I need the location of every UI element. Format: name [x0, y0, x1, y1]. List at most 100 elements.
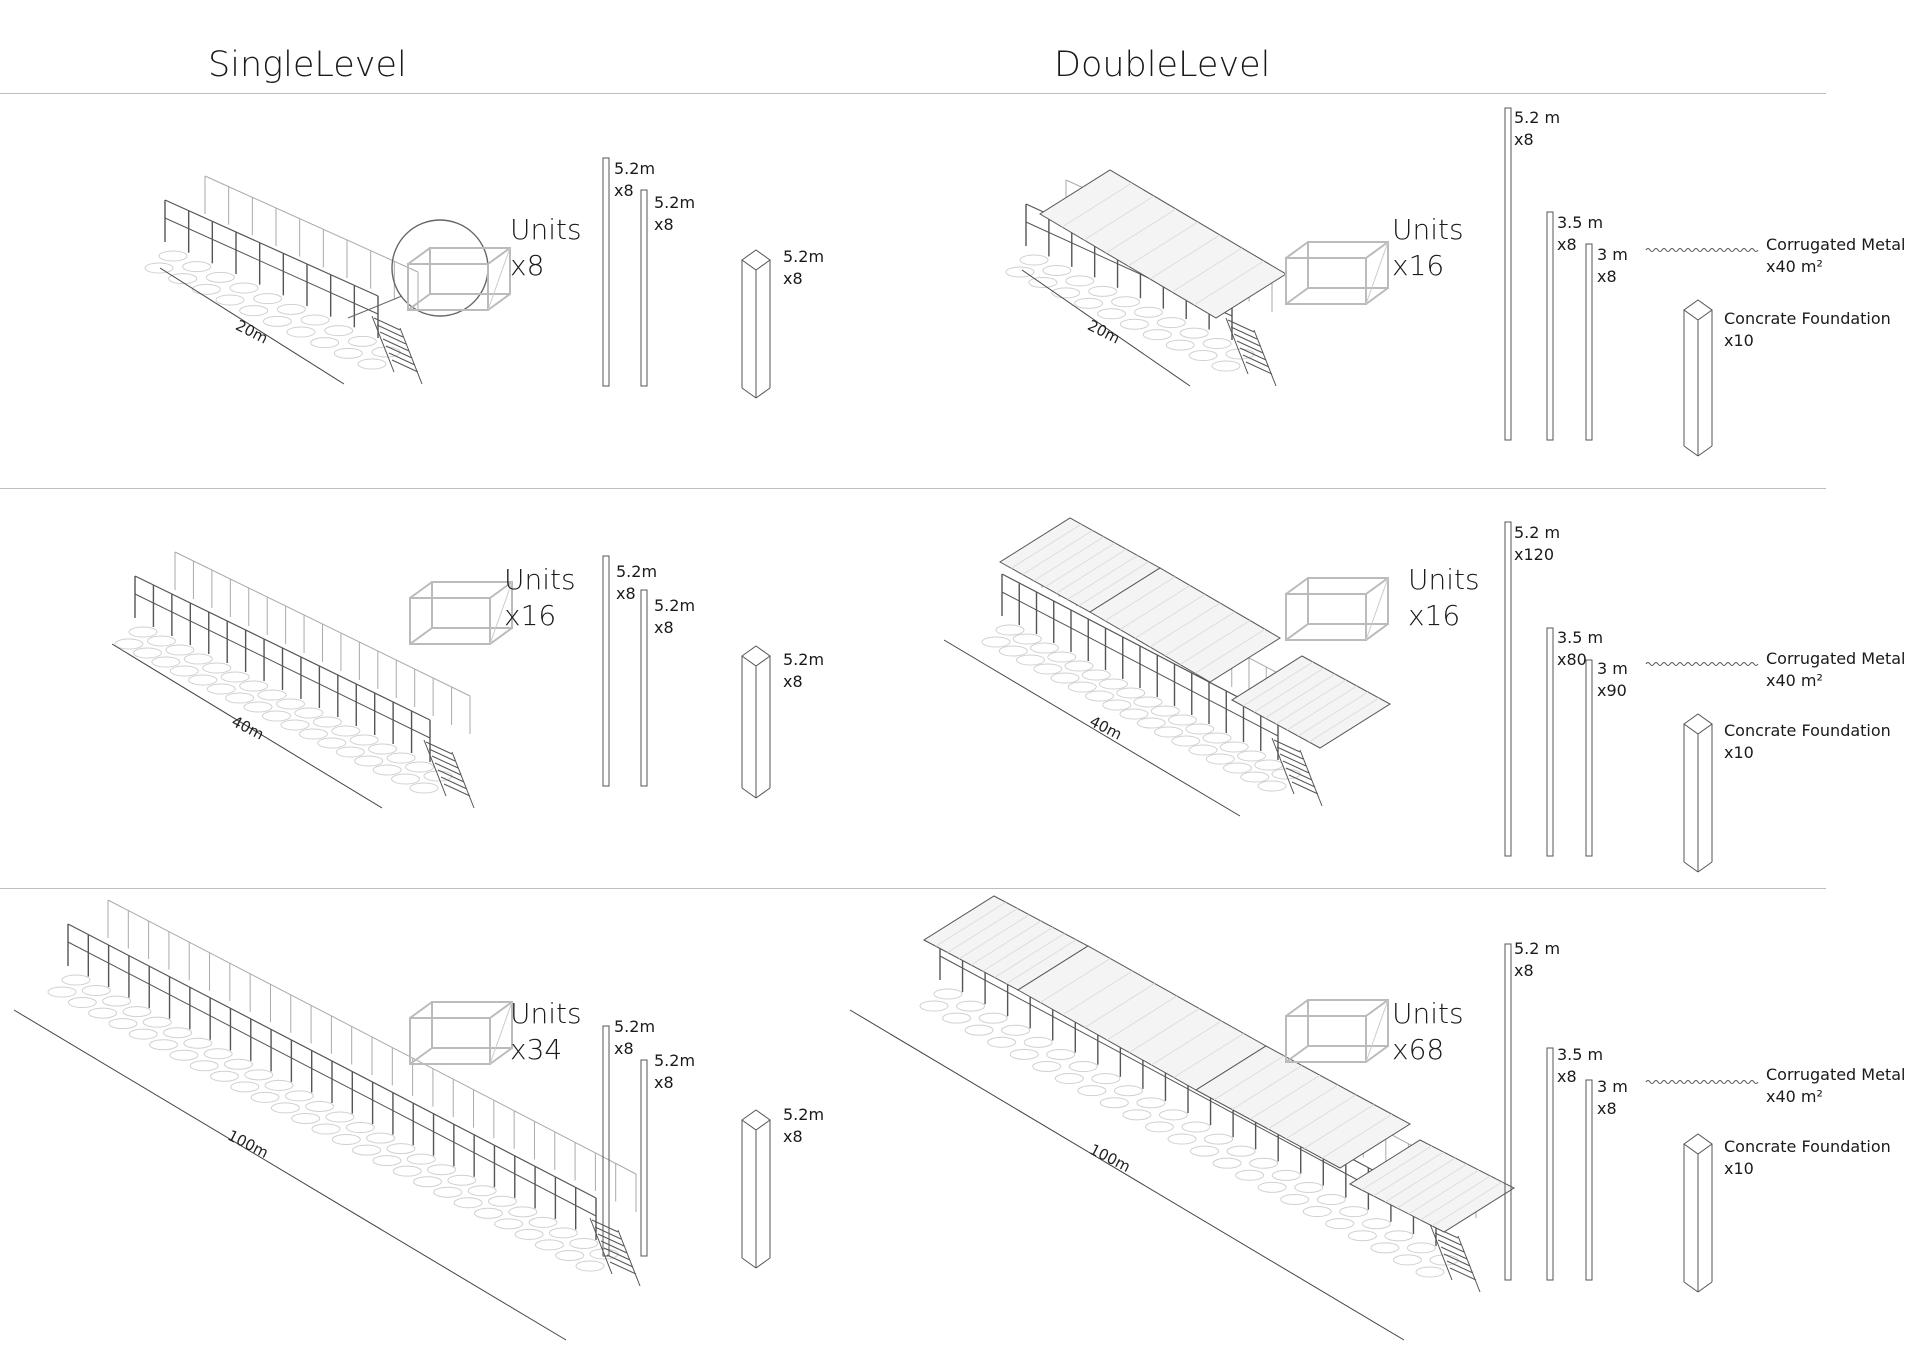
roof-panel-rib	[1264, 673, 1336, 719]
walkway-double-20m-shadow	[1065, 275, 1095, 287]
walkway-40m-stair	[443, 783, 471, 797]
walkway-40m-shadow	[165, 644, 195, 656]
walkway-40m-shadow	[409, 782, 439, 794]
unit-icon	[409, 627, 433, 645]
walkway-100m-shadow	[555, 1249, 585, 1261]
dimension-line	[1021, 269, 1191, 387]
roof-panel-rib	[1193, 260, 1265, 306]
post-3-5m	[1546, 211, 1554, 441]
foundation-column	[755, 787, 771, 799]
concrete-foundation-column	[1697, 445, 1713, 457]
walkway-100m-stair	[594, 1226, 622, 1240]
walkway-double-40m-shadow	[1119, 708, 1149, 720]
walkway-20m-shadow	[286, 326, 316, 338]
post-5-2m	[640, 589, 648, 787]
post-5-2m	[602, 1025, 610, 1257]
post-5-2m	[1504, 521, 1512, 857]
roof-panel-rib	[1010, 523, 1082, 569]
walkway-100m-stair	[609, 1261, 637, 1275]
walkway-100m-shadow	[372, 1155, 402, 1167]
roof-panel-rib	[1249, 1074, 1321, 1120]
roof-panel-rib	[1044, 542, 1116, 588]
roof-panel-rib	[935, 901, 1007, 947]
unit-icon	[431, 1001, 513, 1049]
unit-icon	[1365, 999, 1389, 1017]
walkway-double-100m-shadow	[964, 1024, 994, 1036]
walkway-double-100m-shadow	[1001, 1024, 1031, 1036]
walkway-40m-shadow	[276, 698, 305, 710]
walkway-20m-stair	[373, 317, 401, 331]
dimension-line	[943, 639, 1241, 817]
walkway-double-100m-shadow	[1113, 1085, 1143, 1097]
walkway-100m-shadow	[447, 1174, 477, 1186]
walkway-double-20m-shadow	[1042, 264, 1072, 276]
roof-panel-rib	[1194, 628, 1266, 674]
roof-panel-rib	[1408, 1169, 1480, 1215]
detail-unit-icon	[487, 293, 511, 311]
walkway-100m-shadow	[575, 1260, 605, 1272]
walkway-double-40m-stair	[1276, 746, 1304, 760]
concrete-foundation-column	[1683, 861, 1699, 873]
walkway-double-40m-stair	[1273, 739, 1301, 753]
walkway-100m-shadow	[244, 1069, 274, 1081]
post-5-2m	[640, 1059, 648, 1257]
walkway-double-40m-shadow	[1085, 690, 1114, 702]
walkway-double-40m-shadow	[1254, 759, 1284, 771]
walkway-40m-shadow	[386, 752, 416, 764]
walkway-double-100m-shadow	[1091, 1073, 1121, 1085]
walkway-100m-shadow	[163, 1027, 193, 1039]
walkway-double-100m-shadow	[1361, 1218, 1391, 1230]
walkway-40m-shadow	[114, 638, 144, 650]
walkway-40m-stair	[428, 748, 456, 762]
walkway-100m-shadow	[284, 1090, 314, 1102]
roof-panel-rib	[1106, 995, 1178, 1041]
unit-icon	[1365, 577, 1389, 641]
walkway-100m-shadow	[189, 1060, 219, 1072]
roof-panel-rib	[1127, 221, 1199, 267]
unit-icon	[409, 597, 491, 645]
unit-icon	[1307, 241, 1389, 289]
walkway-double-100m-shadow	[1144, 1121, 1174, 1133]
walkway-double-100m-stair	[1434, 1232, 1462, 1246]
corrugated-metal-icon	[1645, 662, 1759, 666]
walkway-double-100m-shadow	[942, 1012, 972, 1024]
walkway-double-100m-stair-stringer	[1429, 1223, 1453, 1281]
walkway-20m-shadow	[333, 347, 363, 359]
header-separator	[0, 93, 1826, 94]
walkway-double-100m-shadow	[1136, 1097, 1166, 1109]
unit-icon	[1285, 1015, 1367, 1063]
unit-icon	[409, 1001, 433, 1019]
walkway-100m-shadow	[427, 1164, 457, 1176]
unit-icon	[1365, 577, 1389, 595]
walkway-100m-shadow	[183, 1037, 213, 1049]
row-separator	[0, 488, 1826, 489]
walkway-40m-shadow	[146, 635, 176, 647]
roof-panel-rib	[947, 908, 1018, 953]
walkway-double-40m-stair	[1285, 767, 1313, 781]
roof-panel-rib	[994, 933, 1065, 978]
walkway-double-100m-stair	[1446, 1260, 1474, 1274]
walkway-double-20m-stair	[1230, 326, 1258, 340]
roof-panel-rib	[1384, 1157, 1456, 1203]
walkway-100m-stair-stringer	[617, 1229, 641, 1287]
walkway-double-40m-stair	[1279, 753, 1307, 767]
roof-panel-rib	[1171, 247, 1243, 293]
walkway-40m-stair	[431, 755, 459, 769]
walkway-double-40m-shadow	[1033, 663, 1063, 675]
walkway-40m-shadow	[169, 665, 199, 677]
walkway-20m-stair	[376, 324, 404, 338]
roof-panel-rib	[1128, 1008, 1200, 1053]
roof-panel-rib	[1420, 1175, 1491, 1221]
detail-unit-icon	[407, 247, 431, 265]
roof-panel-rib	[1297, 691, 1369, 737]
walkway-double-20m-stair-stringer	[1253, 329, 1277, 387]
walkway-100m-shadow	[203, 1048, 233, 1060]
